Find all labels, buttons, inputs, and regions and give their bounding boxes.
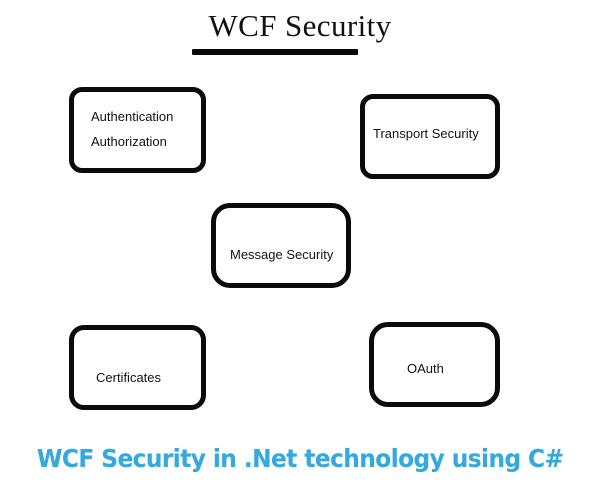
node-label-authentication-authorization: Authentication Authorization — [91, 109, 174, 149]
title-underline-bar — [192, 49, 358, 55]
node-oauth: OAuth — [369, 322, 500, 407]
node-authentication-authorization: Authentication Authorization — [69, 87, 206, 173]
node-transport-security: Transport Security — [360, 94, 500, 179]
node-message-security: Message Security — [211, 203, 351, 288]
diagram-caption: WCF Security in .Net technology using C# — [0, 443, 600, 475]
node-label-transport-security: Transport Security — [373, 126, 479, 141]
caption-text: WCF Security in .Net technology using C# — [36, 444, 564, 473]
page-title: WCF Security — [208, 8, 392, 43]
node-label-oauth: OAuth — [407, 361, 444, 376]
node-label-message-security: Message Security — [230, 247, 334, 262]
node-certificates: Certificates — [69, 325, 206, 410]
diagram-title: WCF Security — [0, 8, 600, 44]
node-label-certificates: Certificates — [96, 370, 162, 385]
